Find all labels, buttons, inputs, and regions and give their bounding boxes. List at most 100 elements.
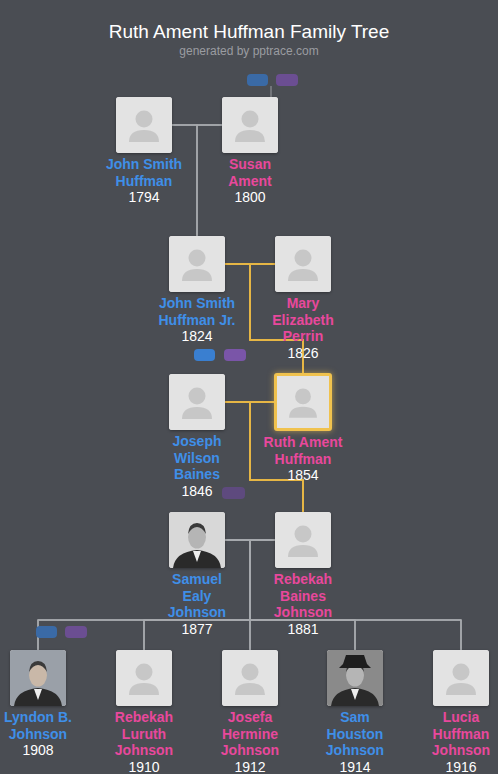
family-connector xyxy=(38,540,275,650)
avatar-bg xyxy=(277,376,329,428)
person-label: Rebekah Luruth Johnson1910 xyxy=(107,709,181,774)
photo-suit xyxy=(173,550,221,568)
avatar-head xyxy=(242,664,259,681)
person-label: Joseph Wilson Baines1846 xyxy=(160,433,234,499)
diagram-title: Ruth Ament Huffman Family Tree xyxy=(0,20,498,44)
avatar-icon xyxy=(275,236,331,292)
avatar-head xyxy=(242,111,259,128)
person-name: Rebekah Luruth Johnson xyxy=(107,709,181,759)
person-card: Josefa Hermine Johnson1912 xyxy=(222,650,278,706)
focus-person: Ruth Ament Huffman1854 xyxy=(274,373,332,431)
avatar-icon xyxy=(277,376,329,428)
person-name: Ruth Ament Huffman xyxy=(261,434,345,467)
person-label: Lyndon B. Johnson1908 xyxy=(1,709,75,759)
photo-suit xyxy=(331,688,379,706)
family-connector xyxy=(172,125,197,236)
photo-bg xyxy=(10,650,66,706)
family-connector xyxy=(250,540,355,650)
avatar-bg xyxy=(169,374,225,430)
person-label: John Smith Huffman1794 xyxy=(105,156,183,206)
person-name: Rebekah Baines Johnson xyxy=(266,571,340,621)
photo-collar xyxy=(351,689,359,700)
person-card: John Smith Huffman1794 xyxy=(116,97,172,153)
family-connector xyxy=(250,540,275,650)
avatar-head xyxy=(136,664,153,681)
avatar-body xyxy=(129,130,159,142)
person-label: Ruth Ament Huffman1854 xyxy=(261,434,345,484)
person-name: John Smith Huffman Jr. xyxy=(159,295,236,328)
portrait-photo xyxy=(169,512,225,568)
birth-year: 1877 xyxy=(160,621,234,638)
person-name: Samuel Ealy Johnson xyxy=(160,571,234,621)
person-name: Lucia Huffman Johnson xyxy=(424,709,498,759)
avatar-head xyxy=(295,389,311,405)
family-connector xyxy=(225,540,250,650)
avatar-body xyxy=(235,683,265,695)
avatar-icon xyxy=(169,374,225,430)
birth-year: 1846 xyxy=(160,483,234,500)
person-card: Lucia Huffman Johnson1916 xyxy=(433,650,489,706)
avatar-icon xyxy=(116,97,172,153)
person-card: Joseph Wilson Baines1846 xyxy=(169,374,225,430)
person-card: Susan Ament1800 xyxy=(222,97,278,153)
badge-pill xyxy=(65,626,87,638)
badge-pill xyxy=(276,74,298,86)
person-name: Mary Elizabeth Perrin xyxy=(266,295,340,345)
badge-pill xyxy=(224,349,246,361)
birth-year: 1910 xyxy=(107,759,181,774)
avatar-head xyxy=(295,526,312,543)
person-label: Sam Houston Johnson1914 xyxy=(318,709,392,774)
photo-suit xyxy=(14,688,62,706)
birth-year: 1881 xyxy=(266,621,340,638)
avatar-body xyxy=(182,407,212,419)
badge-pill xyxy=(222,487,245,499)
person-label: Samuel Ealy Johnson1877 xyxy=(160,571,234,637)
birth-year: 1854 xyxy=(261,467,345,484)
person-label: Josefa Hermine Johnson1912 xyxy=(213,709,287,774)
birth-year: 1916 xyxy=(424,759,498,774)
family-connector xyxy=(144,540,275,650)
avatar-bg xyxy=(275,236,331,292)
avatar-bg xyxy=(169,236,225,292)
person-card: Rebekah Luruth Johnson1910 xyxy=(116,650,172,706)
badge-pill xyxy=(36,626,57,638)
person-card: Sam Houston Johnson1914 xyxy=(327,650,383,706)
person-label: Lucia Huffman Johnson1916 xyxy=(424,709,498,774)
badge-pill xyxy=(194,349,215,361)
birth-year: 1908 xyxy=(1,742,75,759)
family-connector xyxy=(225,540,461,650)
avatar-icon xyxy=(433,650,489,706)
avatar-head xyxy=(136,111,153,128)
avatar-body xyxy=(288,545,318,557)
person-label: Mary Elizabeth Perrin1826 xyxy=(266,295,340,361)
photo-hat xyxy=(339,655,371,668)
person-name: Sam Houston Johnson xyxy=(318,709,392,759)
avatar-bg xyxy=(275,512,331,568)
avatar-body xyxy=(235,130,265,142)
avatar-icon xyxy=(222,97,278,153)
avatar-head xyxy=(189,388,206,405)
avatar-bg xyxy=(222,97,278,153)
avatar-icon xyxy=(222,650,278,706)
person-card: Samuel Ealy Johnson1877 xyxy=(169,512,225,568)
avatar-head xyxy=(189,250,206,267)
portrait-photo xyxy=(327,650,383,706)
birth-year: 1824 xyxy=(159,328,236,345)
birth-year: 1800 xyxy=(213,189,287,206)
avatar-body xyxy=(288,269,318,281)
avatar-bg xyxy=(433,650,489,706)
person-label: John Smith Huffman Jr.1824 xyxy=(159,295,236,345)
family-connector xyxy=(197,125,222,236)
person-card: Mary Elizabeth Perrin1826 xyxy=(275,236,331,292)
person-label: Susan Ament1800 xyxy=(213,156,287,206)
avatar-icon xyxy=(275,512,331,568)
badge-pill xyxy=(247,74,268,86)
person-card: Rebekah Baines Johnson1881 xyxy=(275,512,331,568)
person-card: John Smith Huffman Jr.1824 xyxy=(169,236,225,292)
portrait-photo xyxy=(10,650,66,706)
photo-bg xyxy=(327,650,383,706)
birth-year: 1912 xyxy=(213,759,287,774)
generator-note: generated by pptrace.com xyxy=(0,44,498,59)
family-connector xyxy=(144,540,250,650)
